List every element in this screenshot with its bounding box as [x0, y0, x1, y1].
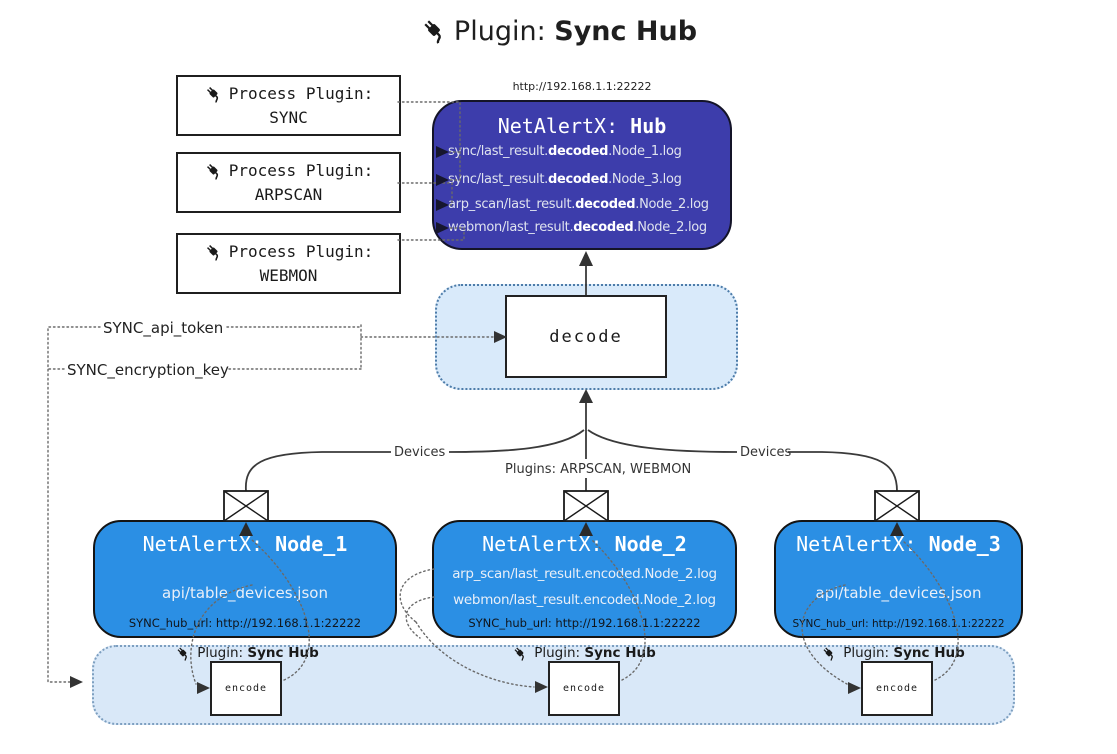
title-bold: Sync Hub [554, 16, 698, 47]
hub-file-arpscan: arp_scan/last_result.decoded.Node_2.log [448, 197, 709, 212]
encode-plugin-label-1: Plugin: Sync Hub [162, 645, 332, 661]
title-prefix: Plugin: [453, 16, 555, 47]
encode-box-1: encode [210, 661, 282, 716]
envelope-icon [223, 490, 269, 522]
process-plugin-name: ARPSCAN [254, 184, 323, 204]
node-3-file: api/table_devices.json [815, 584, 982, 602]
hub-title: NetAlertX: Hub [497, 114, 667, 138]
plug-icon [514, 647, 525, 661]
node-2-file-webmon: webmon/last_result.encoded.Node_2.log [453, 592, 716, 608]
plug-icon [206, 87, 218, 104]
process-plugin-arpscan: Process Plugin: ARPSCAN [176, 152, 401, 213]
node-1-box: NetAlertX: Node_1 api/table_devices.json… [93, 520, 397, 638]
plug-icon [177, 647, 188, 661]
node-3-box: NetAlertX: Node_3 api/table_devices.json… [774, 520, 1023, 638]
devices-right-label: Devices [740, 445, 792, 460]
decode-box: decode [505, 295, 667, 378]
encode-panel-in-arrow [70, 676, 83, 688]
plug-icon [206, 164, 218, 181]
sync-encryption-key-label: SYNC_encryption_key [67, 361, 229, 379]
envelope-icon [563, 490, 609, 522]
hub-file-webmon: webmon/last_result.decoded.Node_2.log [448, 220, 707, 235]
envelope-icon [874, 490, 920, 522]
encode-plugin-label-3: Plugin: Sync Hub [808, 645, 978, 661]
process-plugin-name: WEBMON [259, 265, 318, 285]
encode-plugin-label-2: Plugin: Sync Hub [499, 645, 669, 661]
hub-box: NetAlertX: Hub [432, 100, 732, 250]
node-3-title: NetAlertX: Node_3 [796, 532, 1001, 556]
node-1-title: NetAlertX: Node_1 [142, 532, 348, 556]
process-plugin-label: Process Plugin: [228, 161, 374, 181]
plug-icon [206, 245, 218, 262]
process-plugin-name: SYNC [269, 107, 308, 127]
process-plugin-webmon: Process Plugin: WEBMON [176, 233, 401, 294]
node-3-hub-url: SYNC_hub_url: http://192.168.1.1:22222 [792, 618, 1005, 630]
node-2-title: NetAlertX: Node_2 [482, 532, 687, 556]
node-1-hub-url: SYNC_hub_url: http://192.168.1.1:22222 [128, 616, 362, 630]
node-to-decode-curves [245, 402, 898, 492]
process-plugin-label: Process Plugin: [228, 242, 374, 262]
plug-icon [424, 20, 441, 44]
process-plugin-sync: Process Plugin: SYNC [176, 75, 401, 136]
plugins-center-label: Plugins: ARPSCAN, WEBMON [505, 462, 692, 477]
plug-icon [823, 647, 834, 661]
encode-box-3: encode [861, 661, 933, 716]
hub-url-label: http://192.168.1.1:22222 [512, 80, 652, 93]
node-2-file-arpscan: arp_scan/last_result.encoded.Node_2.log [452, 566, 717, 582]
node-1-file: api/table_devices.json [162, 584, 328, 602]
node-2-hub-url: SYNC_hub_url: http://192.168.1.1:22222 [468, 616, 701, 630]
sync-api-token-label: SYNC_api_token [103, 319, 224, 337]
hub-file-node1: sync/last_result.decoded.Node_1.log [448, 144, 682, 159]
encode-box-2: encode [548, 661, 620, 716]
decode-bottom-arrow [579, 389, 593, 403]
envelope-icons [223, 490, 920, 522]
devices-left-label: Devices [394, 445, 446, 460]
hub-file-node3: sync/last_result.decoded.Node_3.log [448, 172, 682, 187]
hub-in-arrow [579, 251, 593, 266]
node-2-box: NetAlertX: Node_2 arp_scan/last_result.e… [432, 520, 737, 638]
process-plugin-label: Process Plugin: [228, 84, 374, 104]
page-title: Plugin: Sync Hub [0, 16, 1117, 47]
